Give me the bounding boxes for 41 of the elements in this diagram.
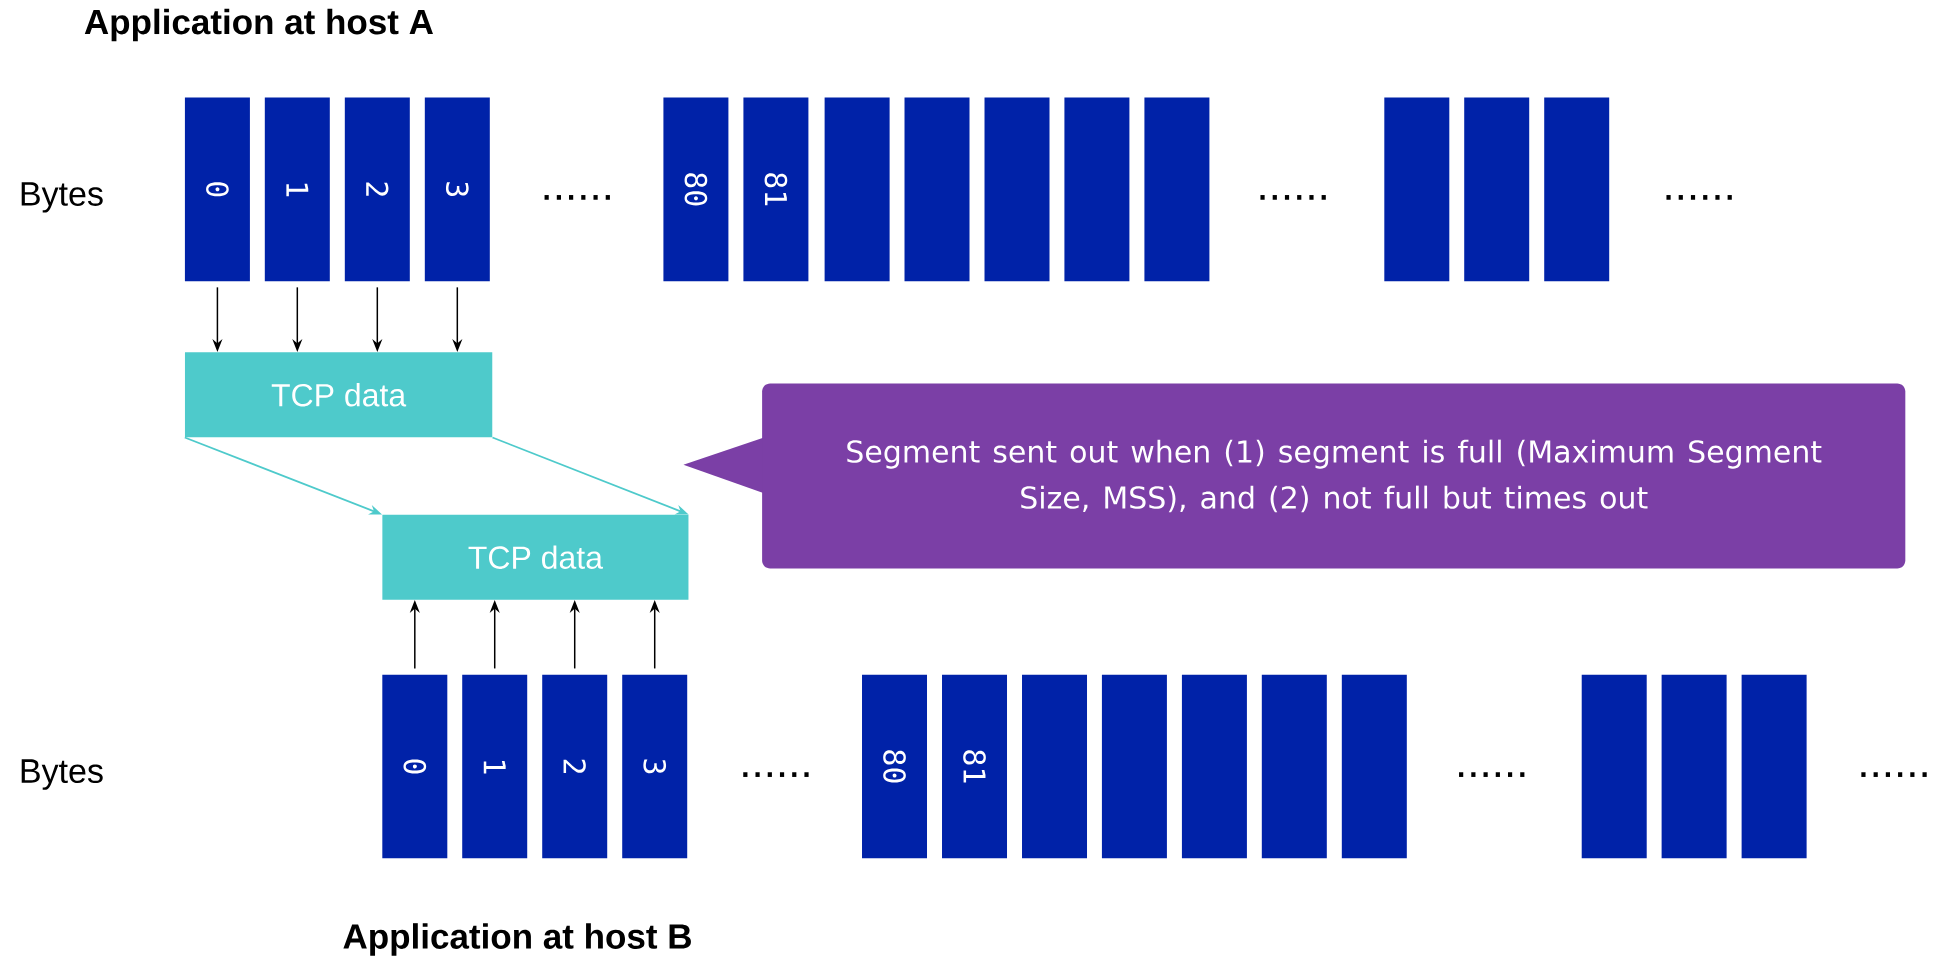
ellipsis: ...... (1459, 772, 1525, 777)
byte-box: 2 (542, 674, 608, 859)
byte-box (1741, 674, 1807, 859)
callout-bubble: Segment sent out when (1) segment is full (Maximum Segment Size, MSS), and (2) not full but times out (683, 383, 1906, 569)
ellipsis: ...... (743, 772, 809, 777)
ellipsis: ...... (1260, 195, 1326, 200)
byte-box: 2 (344, 97, 410, 282)
byte-box: 1 (264, 97, 330, 282)
row-label: Bytes (21, 182, 103, 213)
byte-box: 3 (424, 97, 490, 282)
heading: Application at host B (343, 923, 691, 956)
ellipsis: ...... (1666, 195, 1732, 200)
byte-box (1261, 674, 1327, 859)
heading: Application at host A (84, 8, 433, 42)
byte-box (1581, 674, 1647, 859)
row-label: Bytes (21, 759, 103, 790)
segment-box: TCP data (382, 514, 689, 600)
byte-box: 80 (663, 97, 729, 282)
byte-box (1661, 674, 1727, 859)
segment-box: TCP data (184, 352, 493, 438)
byte-box (1064, 97, 1130, 282)
byte-box (1341, 674, 1407, 859)
byte-box (984, 97, 1050, 282)
byte-box (904, 97, 970, 282)
byte-box (1101, 674, 1167, 859)
ellipsis: ...... (1861, 772, 1927, 777)
byte-box: 81 (743, 97, 809, 282)
byte-box (1144, 97, 1210, 282)
byte-box (1022, 674, 1087, 859)
byte-box: 81 (942, 674, 1007, 859)
byte-box: 1 (462, 674, 528, 859)
byte-box (824, 97, 890, 282)
ellipsis: ...... (544, 195, 610, 200)
byte-box: 3 (622, 674, 688, 859)
byte-box (1384, 97, 1450, 282)
byte-box (1544, 97, 1610, 282)
byte-box: 0 (382, 674, 448, 859)
byte-box: 0 (184, 97, 250, 282)
byte-box (1181, 674, 1247, 859)
byte-box (1464, 97, 1530, 282)
byte-box: 80 (862, 674, 927, 859)
